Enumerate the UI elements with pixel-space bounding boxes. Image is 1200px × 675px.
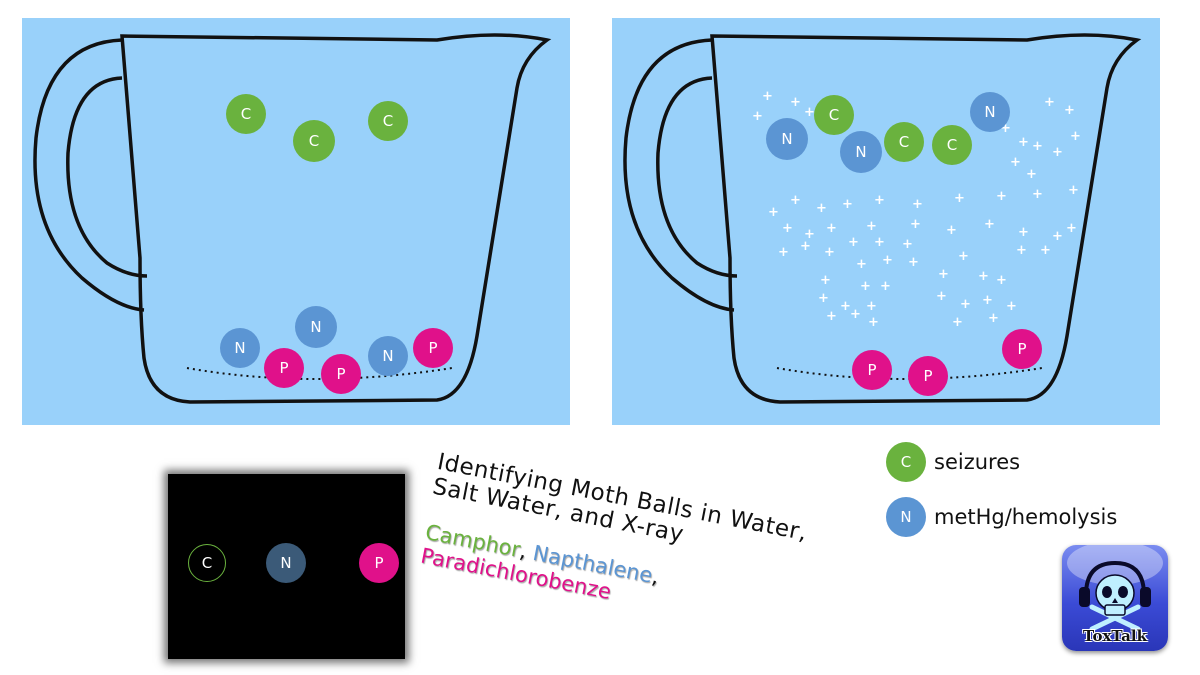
salt-sparkle: + <box>988 311 999 326</box>
salt-sparkle: + <box>818 291 829 306</box>
camphor-ball: C <box>932 125 972 165</box>
salt-sparkle: + <box>946 223 957 238</box>
paradichlorobenze-ball: P <box>413 328 453 368</box>
salt-sparkle: + <box>938 267 949 282</box>
napthalene-ball: N <box>970 92 1010 132</box>
legend-label: seizures <box>934 450 1021 474</box>
pitcher-outline <box>623 33 1142 404</box>
salt-sparkle: + <box>1068 183 1079 198</box>
xray-camphor-ball: C <box>188 544 226 582</box>
salt-sparkle: + <box>1064 103 1075 118</box>
salt-sparkle: + <box>936 289 947 304</box>
salt-sparkle: + <box>860 279 871 294</box>
salt-sparkle: + <box>880 279 891 294</box>
toxtalk-logo: ToxTalk <box>1062 545 1168 651</box>
salt-sparkle: + <box>790 95 801 110</box>
salt-sparkle: + <box>1000 121 1011 136</box>
legend-napthalene-ball: N <box>886 497 926 537</box>
skull-crossbones-headphones-icon <box>1067 545 1163 631</box>
salt-sparkle: + <box>1040 243 1051 258</box>
napthalene-ball: N <box>220 328 260 368</box>
salt-sparkle: + <box>800 239 811 254</box>
salt-sparkle: + <box>1032 187 1043 202</box>
salt-sparkle: + <box>912 197 923 212</box>
salt-sparkle: + <box>790 193 801 208</box>
salt-sparkle: + <box>752 109 763 124</box>
legend-camphor-ball: C <box>886 442 926 482</box>
napthalene-ball: N <box>368 336 408 376</box>
salt-sparkle: + <box>782 221 793 236</box>
salt-sparkle: + <box>850 307 861 322</box>
xray-panel: C N P <box>168 474 405 659</box>
salt-sparkle: + <box>848 235 859 250</box>
paradichlorobenze-ball: P <box>908 356 948 396</box>
salt-water-panel: + + + + + + + + + + + + + + + + + + + + + + + + + + + + + + + + + + + + + + + +… <box>612 18 1160 425</box>
salt-sparkle: + <box>804 227 815 242</box>
napthalene-ball: N <box>295 306 337 348</box>
salt-sparkle: + <box>958 249 969 264</box>
camphor-ball: C <box>814 95 854 135</box>
salt-sparkle: + <box>874 235 885 250</box>
salt-sparkle: + <box>1018 135 1029 150</box>
salt-sparkle: + <box>1032 139 1043 154</box>
legend-item-methg: N metHg/hemolysis <box>886 497 1117 537</box>
paradichlorobenze-ball: P <box>852 350 892 390</box>
salt-sparkle: + <box>952 315 963 330</box>
salt-sparkle: + <box>826 221 837 236</box>
salt-sparkle: + <box>826 309 837 324</box>
salt-sparkle: + <box>1052 229 1063 244</box>
salt-sparkle: + <box>868 315 879 330</box>
salt-sparkle: + <box>1018 225 1029 240</box>
salt-sparkle: + <box>820 273 831 288</box>
salt-sparkle: + <box>982 293 993 308</box>
napthalene-ball: N <box>766 118 808 160</box>
xray-paradichlorobenze-ball: P <box>359 543 399 583</box>
camphor-ball: C <box>884 122 924 162</box>
salt-sparkle: + <box>768 205 779 220</box>
camphor-ball: C <box>293 120 335 162</box>
salt-sparkle: + <box>1026 167 1037 182</box>
salt-sparkle: + <box>1052 145 1063 160</box>
salt-sparkle: + <box>954 191 965 206</box>
salt-sparkle: + <box>866 219 877 234</box>
salt-sparkle: + <box>840 299 851 314</box>
salt-sparkle: + <box>762 89 773 104</box>
paradichlorobenze-ball: P <box>264 348 304 388</box>
salt-sparkle: + <box>902 237 913 252</box>
napthalene-ball: N <box>840 131 882 173</box>
salt-sparkle: + <box>1006 299 1017 314</box>
salt-sparkle: + <box>1066 221 1077 236</box>
legend-label: metHg/hemolysis <box>934 505 1118 529</box>
salt-sparkle: + <box>882 253 893 268</box>
salt-sparkle: + <box>1010 155 1021 170</box>
salt-sparkle: + <box>996 273 1007 288</box>
legend-item-seizures: C seizures <box>886 442 1020 482</box>
salt-sparkle: + <box>1070 129 1081 144</box>
salt-sparkle: + <box>816 201 827 216</box>
paradichlorobenze-ball: P <box>321 354 361 394</box>
salt-sparkle: + <box>842 197 853 212</box>
water-panel: C C C N N P P N P <box>22 18 570 425</box>
salt-sparkle: + <box>874 193 885 208</box>
pitcher-outline <box>33 33 552 404</box>
salt-sparkle: + <box>824 245 835 260</box>
salt-sparkle: + <box>984 217 995 232</box>
camphor-ball: C <box>226 94 266 134</box>
salt-sparkle: + <box>804 105 815 120</box>
salt-sparkle: + <box>1016 243 1027 258</box>
paradichlorobenze-ball: P <box>1002 329 1042 369</box>
camphor-ball: C <box>368 101 408 141</box>
xray-napthalene-ball: N <box>266 543 306 583</box>
salt-sparkle: + <box>866 299 877 314</box>
logo-text: ToxTalk <box>1083 627 1147 645</box>
salt-sparkle: + <box>978 269 989 284</box>
salt-sparkle: + <box>910 217 921 232</box>
salt-sparkle: + <box>908 255 919 270</box>
salt-sparkle: + <box>996 189 1007 204</box>
salt-sparkle: + <box>1044 95 1055 110</box>
salt-sparkle: + <box>778 245 789 260</box>
salt-sparkle: + <box>960 297 971 312</box>
salt-sparkle: + <box>856 257 867 272</box>
